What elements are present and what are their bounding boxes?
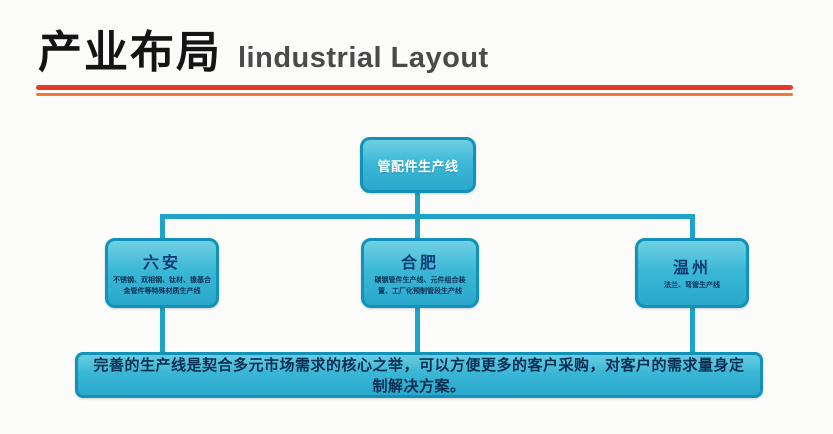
branch-node-luan: 六安 不锈钢、双相钢、钛材、镍基合金管件等特殊材质生产线 — [105, 238, 219, 308]
connector-hefei-footer — [415, 306, 420, 354]
root-node-label: 管配件生产线 — [377, 158, 459, 174]
page-title-en: lindustrial Layout — [238, 42, 489, 74]
divider-line-orange — [36, 93, 793, 96]
branch-wenzhou-desc: 法兰、弯管生产线 — [664, 282, 720, 290]
page-title-cn: 产业布局 — [38, 28, 222, 77]
connector-branch-luan-stem — [160, 214, 165, 240]
branch-node-wenzhou: 温州 法兰、弯管生产线 — [635, 238, 749, 308]
branch-hefei-title: 合肥 — [400, 255, 439, 273]
footer-banner-text: 完善的生产线是契合多元市场需求的核心之举，可以方便更多的客户采购，对客户的需求量… — [93, 357, 745, 395]
branch-wenzhou-title: 温州 — [672, 260, 711, 278]
connector-branch-wenzhou-stem — [690, 214, 695, 240]
root-node: 管配件生产线 — [360, 137, 476, 193]
connector-horizontal — [160, 214, 695, 219]
footer-banner: 完善的生产线是契合多元市场需求的核心之举，可以方便更多的客户采购，对客户的需求量… — [75, 352, 763, 398]
branch-luan-desc: 不锈钢、双相钢、钛材、镍基合金管件等特殊材质生产线 — [113, 277, 211, 295]
connector-wenzhou-footer — [690, 306, 695, 354]
connector-root-stem — [415, 191, 420, 216]
divider-line-red — [36, 85, 793, 90]
branch-node-hefei: 合肥 碳钢管件生产线、元件组合装置、工厂化预制管段生产线 — [361, 238, 479, 308]
connector-luan-footer — [160, 306, 165, 354]
page-title: 产业布局 lindustrial Layout — [38, 16, 489, 80]
branch-luan-title: 六安 — [142, 255, 181, 273]
branch-hefei-desc: 碳钢管件生产线、元件组合装置、工厂化预制管段生产线 — [374, 277, 466, 295]
connector-branch-hefei-stem — [415, 214, 420, 240]
